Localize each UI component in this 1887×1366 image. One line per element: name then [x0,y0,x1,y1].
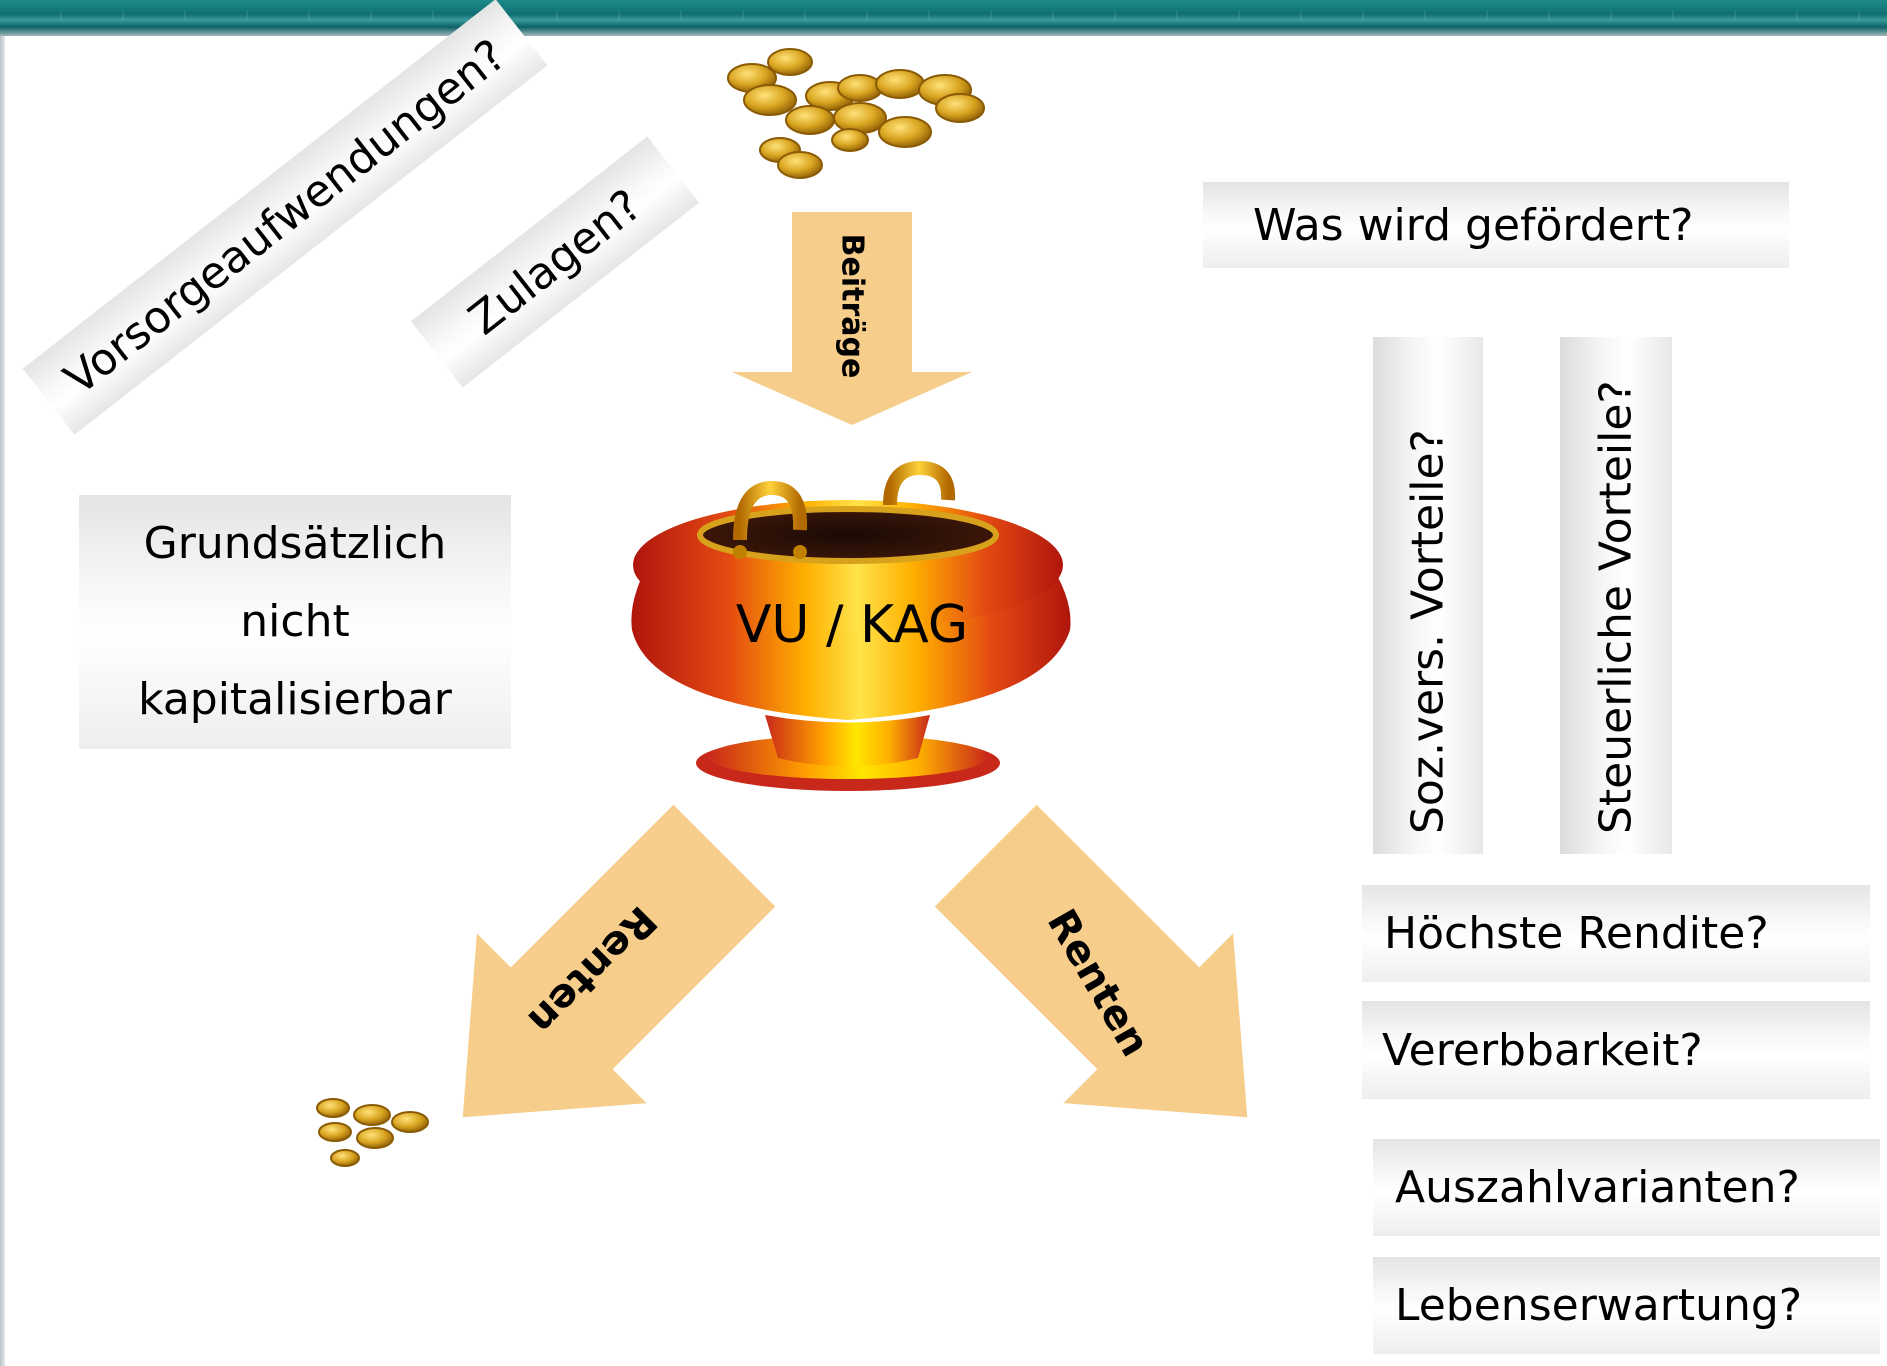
grund-line-3: kapitalisierbar [138,674,452,725]
renten-right-arrow [934,804,1248,1118]
beitraege-arrow [732,212,972,425]
coins-bottom-icon [316,1098,429,1167]
vererbbarkeit-box: Vererbbarkeit? [1362,1001,1870,1099]
left-border [0,36,5,1366]
grund-line-1: Grundsätzlich [143,518,447,569]
sozvers-label: Soz.vers. Vorteile? [1402,429,1454,834]
was-wird-gefoerdert-label: Was wird gefördert? [1253,199,1694,251]
pot-icon [631,460,1071,791]
sozvers-box: Soz.vers. Vorteile? [1373,337,1483,854]
steuer-label: Steuerliche Vorteile? [1590,380,1642,834]
vererbbarkeit-label: Vererbbarkeit? [1382,1024,1703,1076]
hoechste-rendite-label: Höchste Rendite? [1384,908,1769,959]
lebenserwartung-box: Lebenserwartung? [1373,1257,1880,1354]
pot-label: VU / KAG [735,595,969,655]
coins-top-icon [727,48,985,179]
was-wird-gefoerdert-box: Was wird gefördert? [1203,182,1789,268]
lebenserwartung-label: Lebenserwartung? [1395,1280,1803,1331]
header-bar [0,0,1887,36]
hoechste-rendite-box: Höchste Rendite? [1362,885,1870,982]
auszahlvarianten-label: Auszahlvarianten? [1395,1162,1800,1213]
auszahlvarianten-box: Auszahlvarianten? [1373,1139,1880,1236]
grundsaetzlich-box: Grundsätzlich nicht kapitalisierbar [79,495,511,749]
beitraege-label: Beiträge [834,233,870,379]
renten-left-arrow [462,804,776,1118]
steuer-box: Steuerliche Vorteile? [1560,337,1672,854]
grund-line-2: nicht [240,596,350,647]
